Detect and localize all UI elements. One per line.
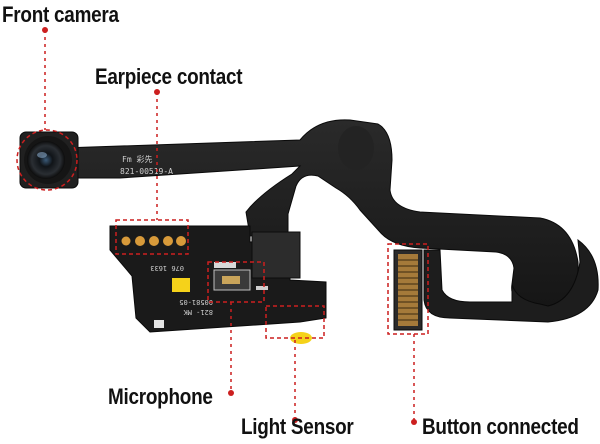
microphone-callout-box — [207, 261, 265, 303]
pcb-brand-text: Fm 彩先 — [122, 154, 152, 164]
component — [256, 286, 268, 290]
yellow-pad — [172, 278, 190, 292]
front-camera-label: Front camera — [2, 2, 119, 27]
button-connector-callout-box — [387, 243, 429, 335]
button-connected-label: Button connected — [422, 414, 579, 439]
ic-chip — [251, 231, 301, 279]
flex-cable — [61, 119, 599, 333]
light-sensor-label: Light Sensor — [241, 414, 354, 439]
component — [154, 320, 164, 328]
pcb-code-text: 076 1633 — [150, 264, 184, 272]
light-sensor-callout-box — [265, 305, 325, 339]
earpiece-contact-label: Earpiece contact — [95, 64, 243, 89]
microphone-label: Microphone — [108, 384, 213, 409]
earpiece-contacts — [121, 236, 186, 246]
earpiece-callout-box — [115, 219, 189, 255]
pcb-code-text: 821- MK — [183, 308, 213, 316]
annotations — [16, 30, 429, 420]
component — [214, 262, 236, 268]
front-camera-callout-ring — [16, 129, 78, 191]
pcb-part-number-text: 821-00519-A — [120, 167, 173, 176]
microphone-pad — [222, 276, 240, 284]
annotation-dots — [42, 27, 417, 425]
button-connector — [393, 249, 423, 331]
pcb-code-text: 00581-05 — [179, 298, 213, 306]
front-camera-module — [19, 131, 79, 189]
